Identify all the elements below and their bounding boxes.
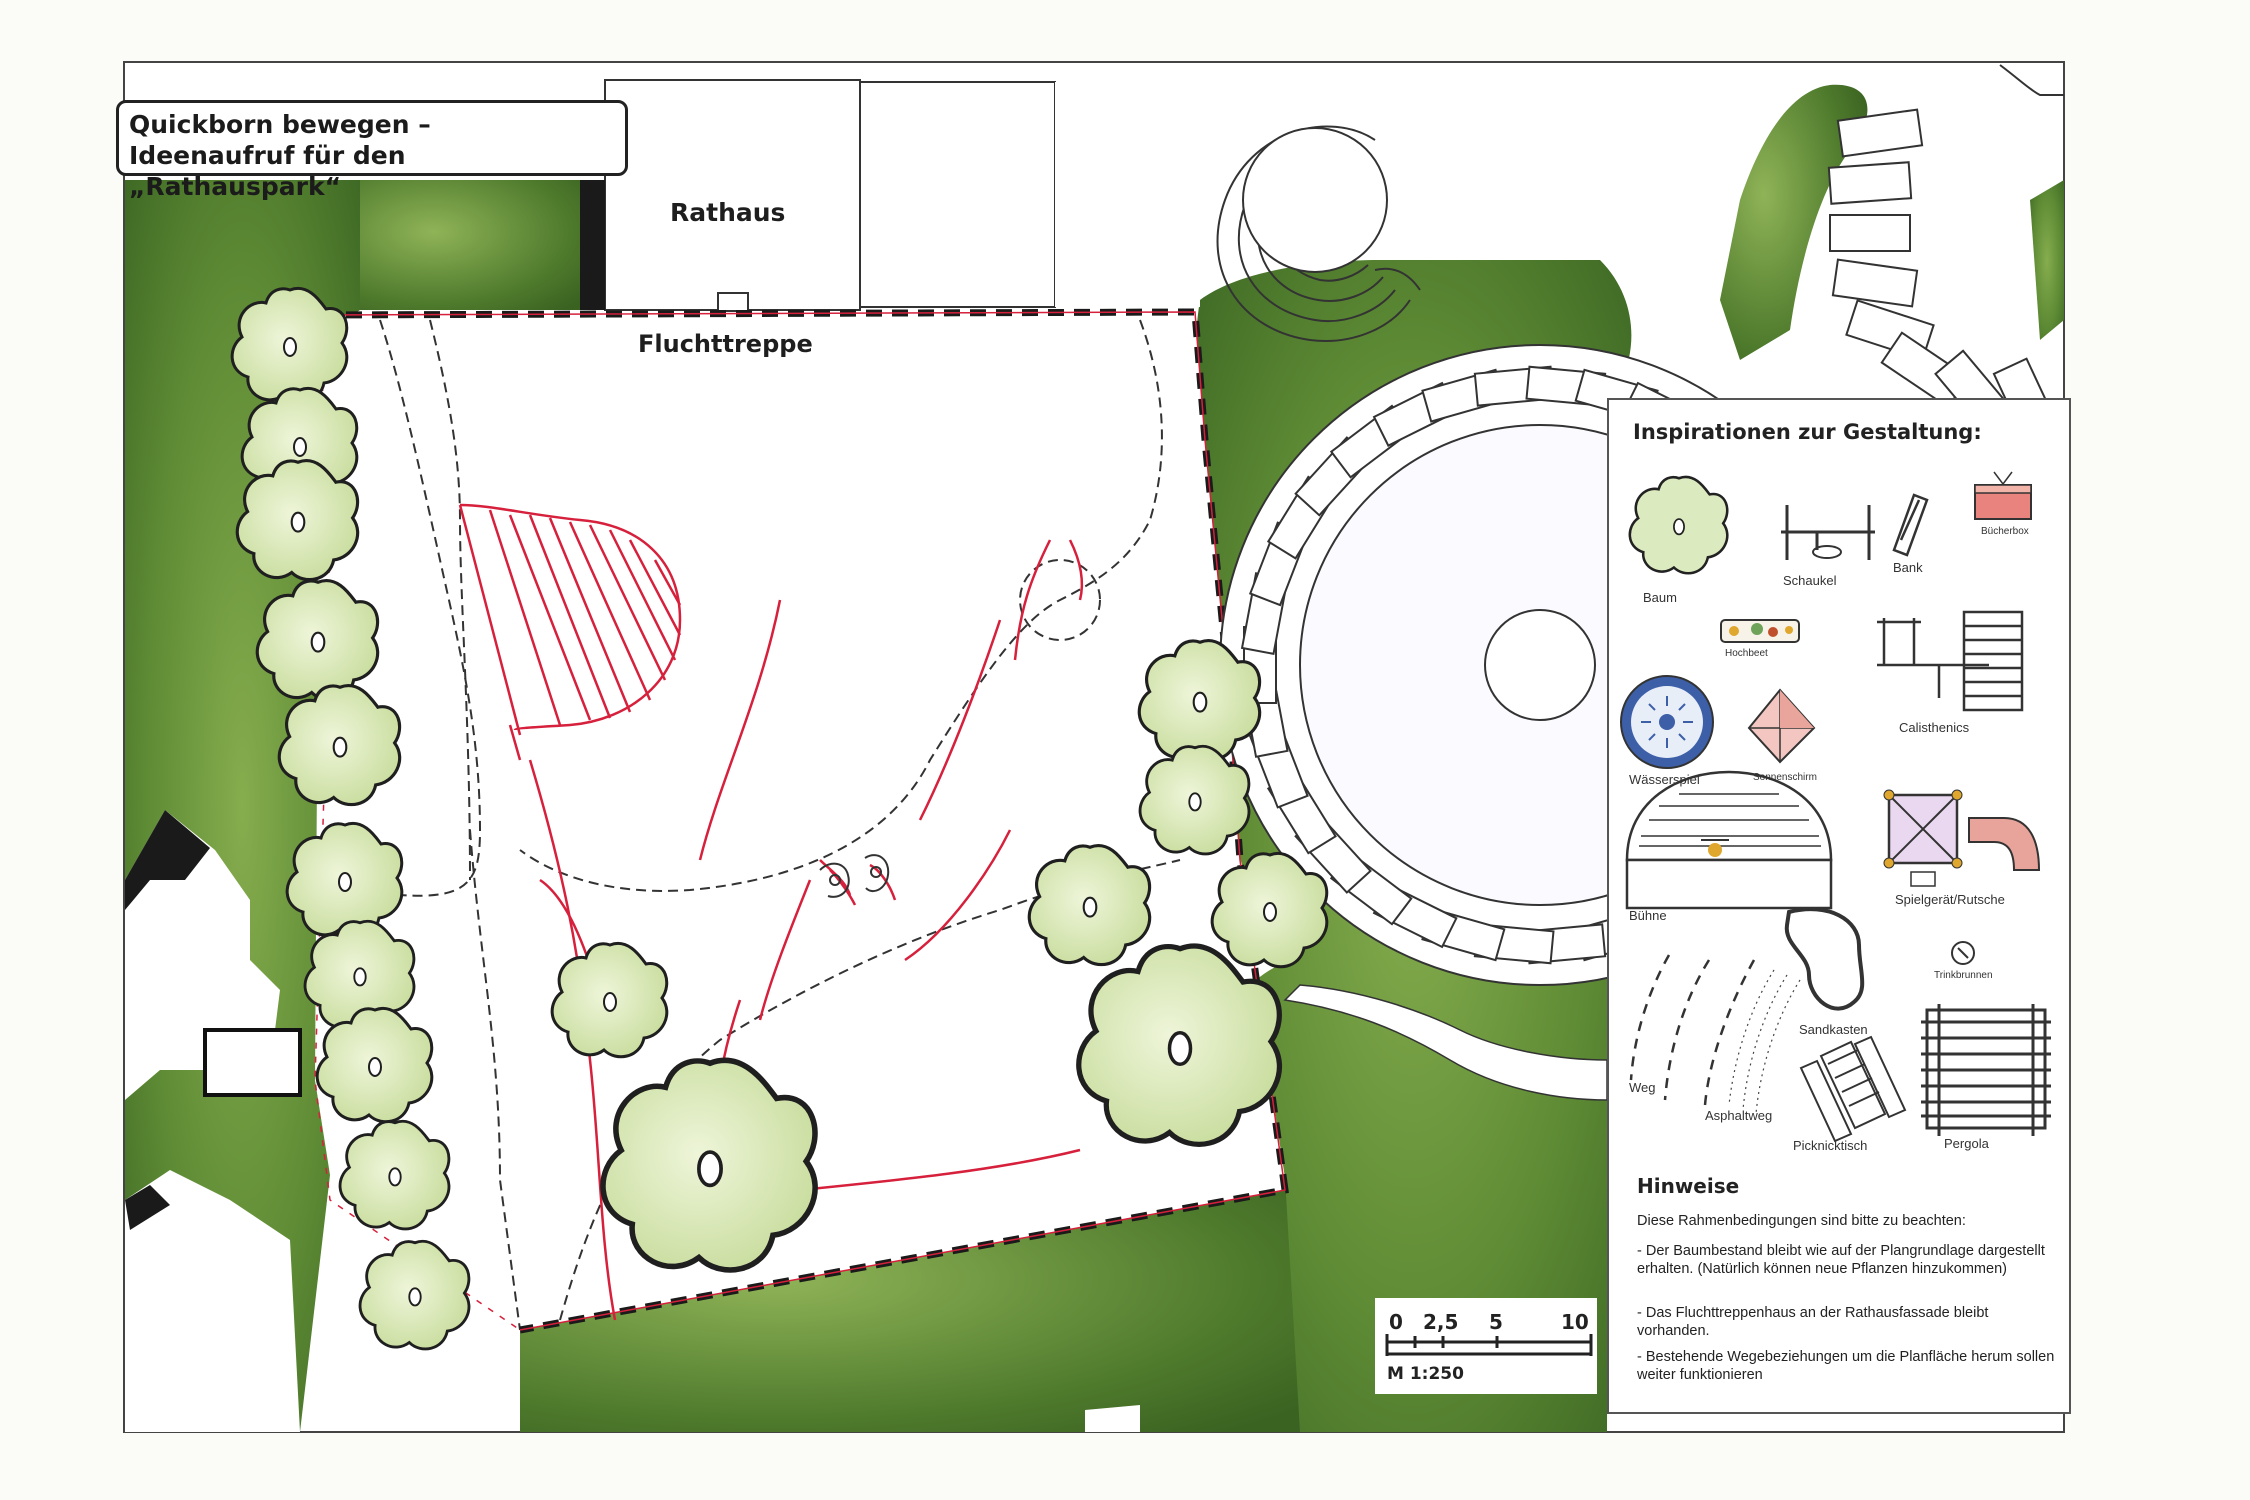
picknicktisch-icon bbox=[1799, 1035, 1907, 1143]
scale-ratio: M 1:250 bbox=[1387, 1364, 1464, 1384]
hint-item-1: - Der Baumbestand bleibt wie auf der Pla… bbox=[1637, 1243, 2045, 1277]
legend-asphaltweg: Asphaltweg bbox=[1705, 1108, 1773, 1123]
legend-panel: Inspirationen zur Gestaltung: bbox=[1607, 398, 2071, 1414]
schaukel-icon bbox=[1781, 505, 1875, 560]
rathaus-label: Rathaus bbox=[670, 198, 786, 227]
legend-spielgeraet: Spielgerät/Rutsche bbox=[1895, 892, 2005, 907]
scale-tick-2-5: 2,5 bbox=[1423, 1310, 1459, 1334]
legend-title: Inspirationen zur Gestaltung: bbox=[1633, 420, 1982, 444]
pergola-icon bbox=[1921, 1004, 2051, 1136]
legend-trinkbrunnen: Trinkbrunnen bbox=[1934, 970, 1993, 981]
hints-title: Hinweise bbox=[1637, 1174, 1740, 1198]
bank-icon bbox=[1892, 493, 1929, 557]
sandkasten-icon bbox=[1784, 907, 1865, 1011]
asphaltweg-icon bbox=[1728, 969, 1801, 1115]
legend-baum: Baum bbox=[1643, 590, 1677, 605]
plan-title-box: Quickborn bewegen – Ideenaufruf für den … bbox=[116, 100, 628, 201]
scale-tick-5: 5 bbox=[1489, 1310, 1503, 1334]
hochbeet-icon bbox=[1720, 619, 1800, 643]
legend-sonnenschirm: Sonnenschirm bbox=[1753, 772, 1817, 783]
plan-title-line2: Ideenaufruf für den „Rathauspark“ bbox=[129, 141, 406, 201]
legend-sandkasten: Sandkasten bbox=[1799, 1022, 1868, 1037]
legend-weg: Weg bbox=[1629, 1080, 1656, 1095]
calisthenics-icon bbox=[1877, 610, 2024, 712]
sketch-figure bbox=[819, 854, 890, 898]
legend-icons bbox=[1620, 471, 2051, 1143]
scale-tick-10: 10 bbox=[1561, 1310, 1589, 1334]
spielgeraet-icon bbox=[1883, 789, 2041, 887]
legend-buecherbox: Bücherbox bbox=[1981, 526, 2029, 537]
scale-bar-graphic bbox=[1385, 1334, 1593, 1356]
scale-bar: 0 2,5 5 10 M 1:250 bbox=[1375, 1298, 1597, 1394]
hint-item-3: - Bestehende Wegebeziehungen um die Plan… bbox=[1637, 1349, 2055, 1383]
fluchttreppe-label: Fluchttreppe bbox=[638, 330, 813, 358]
legend-wasserspiel: Wässerspiel bbox=[1629, 772, 1700, 787]
scale-tick-0: 0 bbox=[1389, 1310, 1403, 1334]
legend-calisthenics: Calisthenics bbox=[1899, 720, 1970, 735]
legend-pergola: Pergola bbox=[1944, 1136, 1989, 1151]
rathaus-building bbox=[580, 79, 1200, 312]
legend-picknicktisch: Picknicktisch bbox=[1793, 1138, 1868, 1153]
buehne-icon bbox=[1625, 770, 1833, 910]
legend-bank: Bank bbox=[1893, 560, 1923, 575]
weg-icon bbox=[1629, 954, 1756, 1106]
hints-intro: Diese Rahmenbedingungen sind bitte zu be… bbox=[1637, 1213, 1966, 1229]
legend-schaukel: Schaukel bbox=[1783, 573, 1837, 588]
sonnenschirm-icon bbox=[1747, 688, 1816, 764]
buecherbox-icon bbox=[1974, 471, 2032, 520]
baum-icon bbox=[1628, 475, 1729, 575]
wasserspiel-icon bbox=[1620, 675, 1714, 769]
legend-buehne: Bühne bbox=[1629, 908, 1667, 923]
plan-title-line1: Quickborn bewegen – bbox=[129, 110, 431, 139]
plan-area bbox=[315, 312, 1285, 1330]
legend-hochbeet: Hochbeet bbox=[1725, 648, 1768, 659]
hint-item-2: - Das Fluchttreppenhaus an der Rathausfa… bbox=[1637, 1305, 1989, 1339]
amphitheatre bbox=[1216, 125, 1421, 342]
trinkbrunnen-icon bbox=[1951, 941, 1975, 965]
